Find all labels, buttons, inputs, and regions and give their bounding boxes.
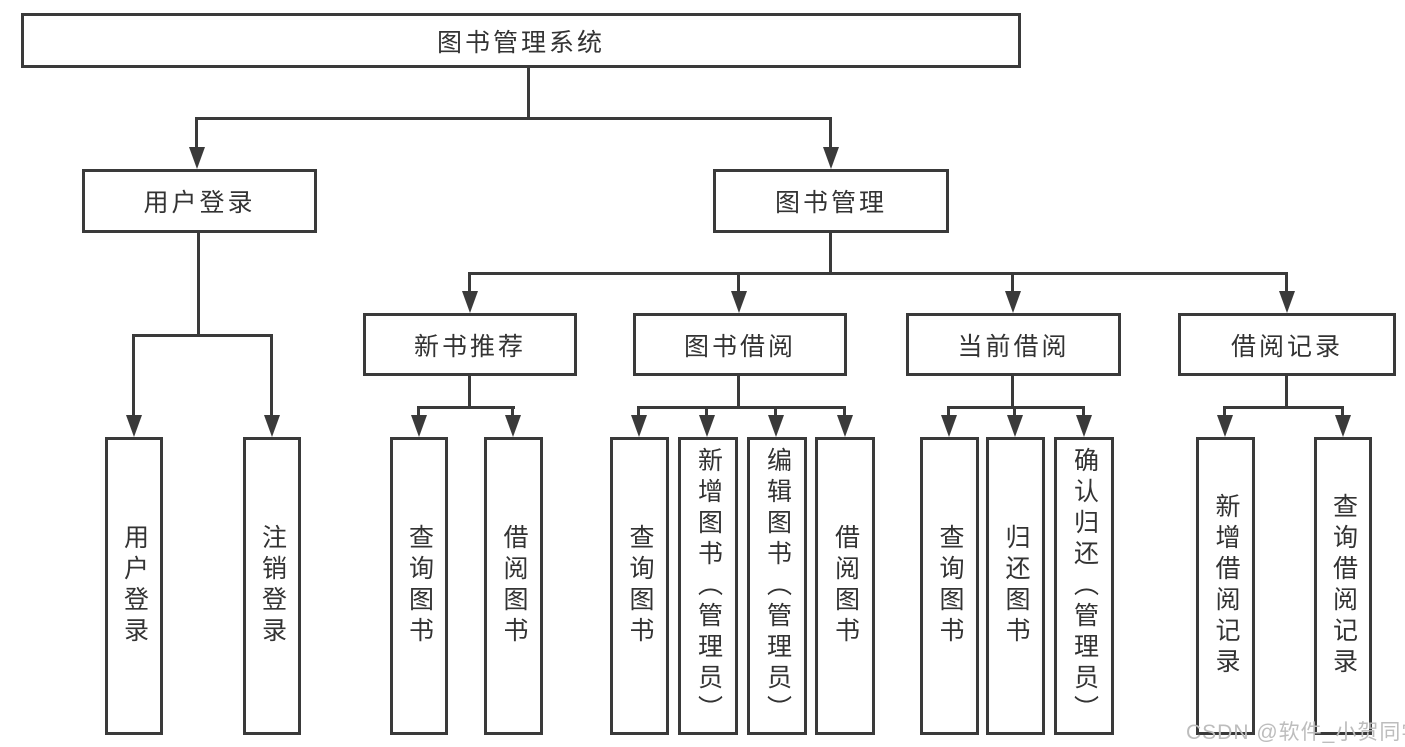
connector-line [417, 406, 420, 417]
connector-line [1341, 406, 1344, 417]
leaf-query-books-current: 查询图书 [920, 437, 979, 735]
node-book-borrow: 图书借阅 [633, 313, 847, 376]
connector-line [132, 334, 135, 416]
leaf-borrow-books: 借阅图书 [815, 437, 875, 735]
node-user-login: 用户登录 [82, 169, 317, 233]
node-current-borrow: 当前借阅 [906, 313, 1121, 376]
arrow-down-icon [411, 415, 427, 437]
node-book-borrow-label: 图书借阅 [683, 332, 796, 361]
leaf-borrow-books-recommend: 借阅图书 [484, 437, 543, 735]
node-borrow-records: 借阅记录 [1178, 313, 1396, 376]
leaf-label: 确认归还（管理员） [1070, 446, 1099, 726]
connector-line [774, 406, 777, 417]
connector-line [270, 334, 273, 416]
arrow-down-icon [264, 415, 280, 437]
leaf-label: 新增借阅记录 [1212, 493, 1240, 679]
connector-line [511, 406, 514, 417]
node-current-borrow-label: 当前借阅 [957, 332, 1070, 361]
leaf-label: 查询图书 [626, 524, 654, 648]
connector-line [527, 68, 530, 119]
leaf-label: 查询图书 [405, 524, 434, 648]
leaf-label: 借阅图书 [831, 524, 860, 648]
connector-line [197, 233, 200, 336]
leaf-logout: 注销登录 [243, 437, 301, 735]
connector-line [1011, 376, 1014, 408]
arrow-down-icon [1279, 291, 1295, 313]
leaf-confirm-return-admin: 确认归还（管理员） [1054, 437, 1114, 735]
connector-line [947, 406, 1085, 409]
arrow-down-icon [631, 415, 647, 437]
leaf-user-login: 用户登录 [105, 437, 163, 735]
connector-line [196, 117, 832, 120]
arrow-down-icon [768, 415, 784, 437]
node-root: 图书管理系统 [21, 13, 1021, 68]
connector-line [1013, 406, 1016, 417]
node-user-login-label: 用户登录 [143, 189, 256, 217]
leaf-label: 查询图书 [936, 524, 964, 648]
connector-line [737, 376, 740, 408]
csdn-watermark: CSDN @软件_小贺同学 [1186, 721, 1405, 744]
connector-line [947, 406, 950, 417]
leaf-label: 归还图书 [1002, 524, 1030, 648]
arrow-down-icon [837, 415, 853, 437]
connector-line [468, 376, 471, 408]
arrow-down-icon [189, 147, 205, 169]
connector-line [843, 406, 846, 417]
leaf-label: 借阅图书 [500, 524, 528, 648]
leaf-label: 新增图书（管理员） [694, 446, 723, 726]
connector-line [132, 334, 272, 337]
leaf-label: 用户登录 [120, 524, 149, 648]
node-new-book-recommend-label: 新书推荐 [413, 332, 526, 361]
arrow-down-icon [1217, 415, 1233, 437]
node-new-book-recommend: 新书推荐 [363, 313, 577, 376]
leaf-add-books-admin: 新增图书（管理员） [678, 437, 738, 735]
arrow-down-icon [699, 415, 715, 437]
connector-line [1285, 376, 1288, 408]
arrow-down-icon [1007, 415, 1023, 437]
connector-line [417, 406, 515, 409]
leaf-edit-books-admin: 编辑图书（管理员） [747, 437, 807, 735]
connector-line [1223, 406, 1226, 417]
arrow-down-icon [1076, 415, 1092, 437]
leaf-query-borrow-record: 查询借阅记录 [1314, 437, 1372, 735]
leaf-add-borrow-record: 新增借阅记录 [1196, 437, 1255, 735]
leaf-query-books-recommend: 查询图书 [390, 437, 448, 735]
leaf-query-books-borrow: 查询图书 [610, 437, 669, 735]
node-book-management: 图书管理 [713, 169, 949, 233]
arrow-down-icon [462, 291, 478, 313]
leaf-label: 注销登录 [258, 524, 287, 648]
connector-line [637, 406, 845, 409]
arrow-down-icon [505, 415, 521, 437]
node-book-management-label: 图书管理 [774, 189, 887, 217]
connector-line [468, 272, 1288, 275]
connector-line [637, 406, 640, 417]
connector-line [1285, 272, 1288, 294]
connector-line [1223, 406, 1343, 409]
connector-line [737, 272, 740, 294]
leaf-label: 编辑图书（管理员） [763, 446, 792, 726]
connector-line [1082, 406, 1085, 417]
connector-line [705, 406, 708, 417]
leaf-return-books: 归还图书 [986, 437, 1045, 735]
arrow-down-icon [1005, 291, 1021, 313]
arrow-down-icon [823, 147, 839, 169]
node-root-label: 图书管理系统 [436, 28, 605, 57]
arrow-down-icon [1335, 415, 1351, 437]
node-borrow-records-label: 借阅记录 [1230, 332, 1343, 361]
connector-line [195, 117, 198, 150]
connector-line [829, 233, 832, 275]
connector-line [468, 272, 471, 294]
arrow-down-icon [731, 291, 747, 313]
arrow-down-icon [941, 415, 957, 437]
arrow-down-icon [126, 415, 142, 437]
connector-line [1011, 272, 1014, 294]
connector-line [829, 117, 832, 150]
leaf-label: 查询借阅记录 [1329, 493, 1358, 679]
